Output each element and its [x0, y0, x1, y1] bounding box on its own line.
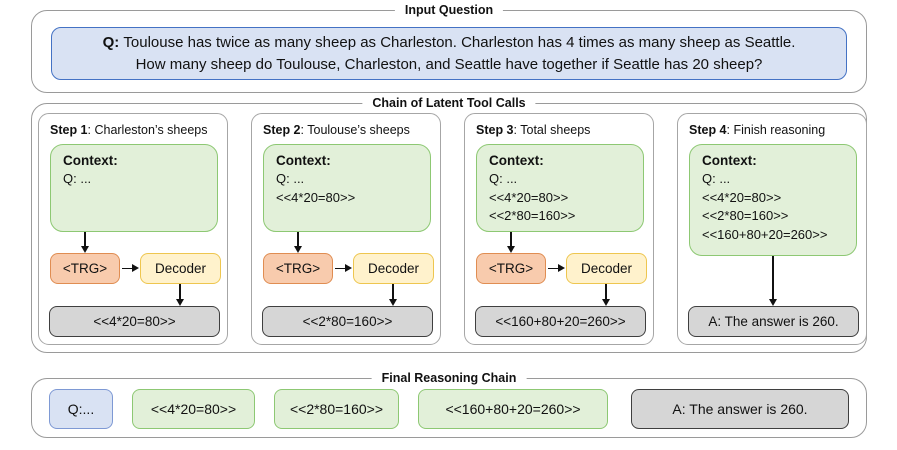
- step-1-label: Step 1: Charleston’s sheeps: [50, 123, 208, 137]
- step-3-label: Step 3: Total sheeps: [476, 123, 591, 137]
- context-line: Q: ...: [489, 171, 518, 186]
- step-4-label: Step 4: Finish reasoning: [689, 123, 826, 137]
- context-title: Context:: [63, 153, 118, 168]
- arrow-down-icon: [392, 284, 394, 299]
- step-2-label: Step 2: Toulouse’s sheeps: [263, 123, 410, 137]
- tool-output-box: <<2*80=160>>: [262, 306, 433, 337]
- context-line: <<4*20=80>>: [489, 189, 569, 205]
- final-tool-result-chip: <<160+80+20=260>>: [418, 389, 608, 429]
- answer-output-box: A: The answer is 260.: [688, 306, 859, 337]
- tool-output-box: <<160+80+20=260>>: [475, 306, 646, 337]
- context-title: Context:: [702, 153, 757, 168]
- decoder-box: Decoder: [566, 253, 647, 284]
- context-line: <<2*80=160>>: [489, 208, 576, 223]
- arrow-down-icon: [605, 284, 607, 299]
- step-card-4: Step 4: Finish reasoning Context: Q: ...…: [677, 113, 867, 345]
- context-line: Q: ...: [276, 171, 305, 186]
- context-line: <<2*80=160>>: [702, 208, 789, 223]
- decoder-box: Decoder: [353, 253, 434, 284]
- final-tool-result-chip: <<4*20=80>>: [132, 389, 255, 429]
- context-line: <<160+80+20=260>>: [702, 226, 828, 242]
- context-box: Context: Q: ... <<4*20=80>> <<2*80=160>>: [476, 144, 644, 232]
- context-line: Q: ...: [702, 171, 731, 186]
- arrow-right-icon: [334, 267, 346, 270]
- context-box: Context: Q: ... <<4*20=80>>: [263, 144, 431, 232]
- final-reasoning-row: Q:... <<4*20=80>> <<2*80=160>> <<160+80+…: [49, 389, 849, 429]
- final-tool-result-chip: <<2*80=160>>: [274, 389, 399, 429]
- chain-of-latent-tool-calls-panel: Chain of Latent Tool Calls Step 1: Charl…: [31, 95, 867, 353]
- chain-panel-title: Chain of Latent Tool Calls: [362, 95, 536, 112]
- context-box: Context: Q: ... <<4*20=80>> <<2*80=160>>…: [689, 144, 857, 256]
- final-panel-title: Final Reasoning Chain: [371, 370, 527, 387]
- arrow-right-icon: [547, 267, 559, 270]
- final-question-chip: Q:...: [49, 389, 113, 429]
- context-box: Context: Q: ...: [50, 144, 218, 232]
- input-question-panel-title: Input Question: [394, 2, 504, 19]
- step-card-1: Step 1: Charleston’s sheeps Context: Q: …: [38, 113, 228, 345]
- arrow-down-icon: [297, 232, 299, 246]
- arrow-down-icon: [179, 284, 181, 299]
- arrow-down-icon: [772, 256, 774, 299]
- step-card-2: Step 2: Toulouse’s sheeps Context: Q: ..…: [251, 113, 441, 345]
- trg-token-box: <TRG>: [263, 253, 333, 284]
- question-line-1: Q: Toulouse has twice as many sheep as C…: [102, 33, 796, 51]
- context-title: Context:: [276, 153, 331, 168]
- decoder-box: Decoder: [140, 253, 221, 284]
- input-question-panel: Input Question Q: Toulouse has twice as …: [31, 2, 867, 93]
- question-prefix: Q:: [102, 33, 120, 51]
- step-card-3: Step 3: Total sheeps Context: Q: ... <<4…: [464, 113, 654, 345]
- context-title: Context:: [489, 153, 544, 168]
- arrow-right-icon: [121, 267, 133, 270]
- arrow-down-icon: [84, 232, 86, 246]
- arrow-down-icon: [510, 232, 512, 246]
- context-line: <<4*20=80>>: [276, 189, 356, 205]
- question-box: Q: Toulouse has twice as many sheep as C…: [51, 27, 847, 80]
- question-line-2: How many sheep do Toulouse, Charleston, …: [135, 55, 763, 73]
- final-answer-chip: A: The answer is 260.: [631, 389, 849, 429]
- final-reasoning-chain-panel: Final Reasoning Chain Q:... <<4*20=80>> …: [31, 370, 867, 438]
- context-line: Q: ...: [63, 171, 92, 186]
- trg-token-box: <TRG>: [50, 253, 120, 284]
- context-line: <<4*20=80>>: [702, 189, 782, 205]
- tool-output-box: <<4*20=80>>: [49, 306, 220, 337]
- trg-token-box: <TRG>: [476, 253, 546, 284]
